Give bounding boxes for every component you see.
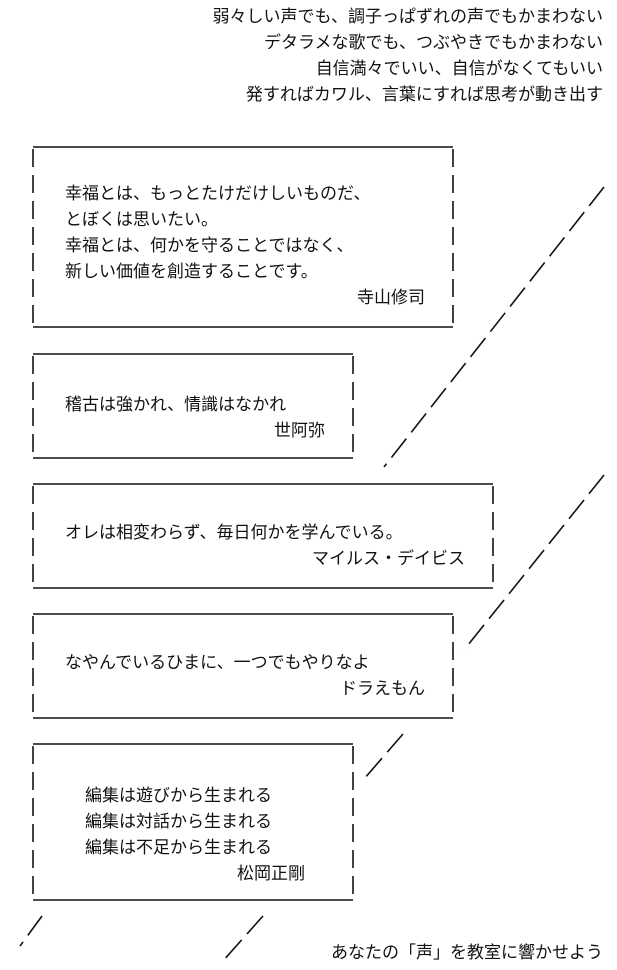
diagonal-stroke — [19, 941, 24, 947]
diagonal-stroke — [509, 287, 526, 308]
diagonal-stroke — [489, 312, 506, 333]
diagonal-stroke — [528, 549, 545, 570]
quote-line: とぼくは思いたい。 — [65, 210, 218, 230]
quote-line: オレは相変わらず、毎日何かを学んでいる。 — [65, 523, 403, 543]
quote-line: 幸福とは、もっとたけだけしいものだ、 — [65, 184, 371, 204]
diagonal-stroke — [450, 362, 467, 383]
intro-line: 自信満々でいい、自信がなくてもいい — [315, 59, 603, 79]
quote-author: マイルス・デイビス — [312, 549, 465, 569]
quote-box-matsuoka: 編集は遊びから生まれる 編集は対話から生まれる 編集は不足から生まれる 松岡正剛 — [33, 744, 353, 900]
diagonal-stroke — [430, 387, 447, 408]
diagonal-stroke — [386, 733, 404, 753]
quote-author: ドラえもん — [340, 679, 425, 699]
diagonal-stroke — [365, 757, 383, 777]
quote-box-terayama: 幸福とは、もっとたけだけしいものだ、 とぼくは思いたい。 幸福とは、何かを守るこ… — [33, 147, 453, 327]
quote-line: 幸福とは、何かを守ることではなく、 — [65, 236, 354, 256]
closing-text: あなたの「声」を教室に響かせよう — [331, 943, 603, 963]
quote-line: 新しい価値を創造することです。 — [65, 262, 318, 282]
quote-line: 編集は遊びから生まれる — [85, 786, 272, 806]
intro-line: デタラメな歌でも、つぶやきでもかまわない — [264, 33, 603, 53]
diagonal-stroke — [508, 574, 525, 595]
quote-line: なやんでいるひまに、一つでもやりなよ — [65, 653, 370, 673]
quote-box-doraemon: なやんでいるひまに、一つでもやりなよ ドラえもん — [33, 614, 453, 718]
quote-line: 稽古は強かれ、情識はなかれ — [65, 395, 287, 415]
diagonal-stroke — [469, 337, 487, 358]
quote-box-miles-davis: オレは相変わらず、毎日何かを学んでいる。 マイルス・デイビス — [33, 484, 493, 588]
quote-line: 編集は不足から生まれる — [85, 838, 272, 858]
diagonal-stroke — [548, 524, 565, 545]
quote-author: 寺山修司 — [357, 288, 425, 308]
diagonal-stroke — [225, 939, 243, 959]
diagonal-stroke — [410, 412, 427, 433]
diagonal-stroke — [27, 915, 43, 936]
diagonal-stroke — [588, 474, 605, 495]
intro-line: 弱々しい声でも、調子っぱずれの声でもかまわない — [212, 7, 604, 27]
diagonal-stroke — [468, 624, 485, 645]
diagonal-stroke — [529, 261, 546, 282]
diagonal-stroke — [383, 463, 388, 468]
diagonal-stroke — [588, 186, 605, 207]
intro-text: 弱々しい声でも、調子っぱずれの声でもかまわない デタラメな歌でも、つぶやきでもか… — [213, 4, 604, 108]
diagonal-stroke — [246, 915, 264, 935]
diagonal-stroke — [390, 438, 407, 458]
quote-author: 松岡正剛 — [237, 864, 305, 884]
diagonal-stroke — [488, 599, 505, 620]
quote-line: 編集は対話から生まれる — [85, 812, 272, 832]
diagonal-stroke — [568, 499, 585, 520]
diagonal-stroke — [549, 236, 566, 257]
quote-author: 世阿弥 — [274, 421, 325, 441]
quote-box-zeami: 稽古は強かれ、情識はなかれ 世阿弥 — [33, 354, 353, 458]
diagonal-stroke — [568, 211, 585, 232]
intro-line: 発すればカワル、言葉にすれば思考が動き出す — [245, 85, 603, 105]
